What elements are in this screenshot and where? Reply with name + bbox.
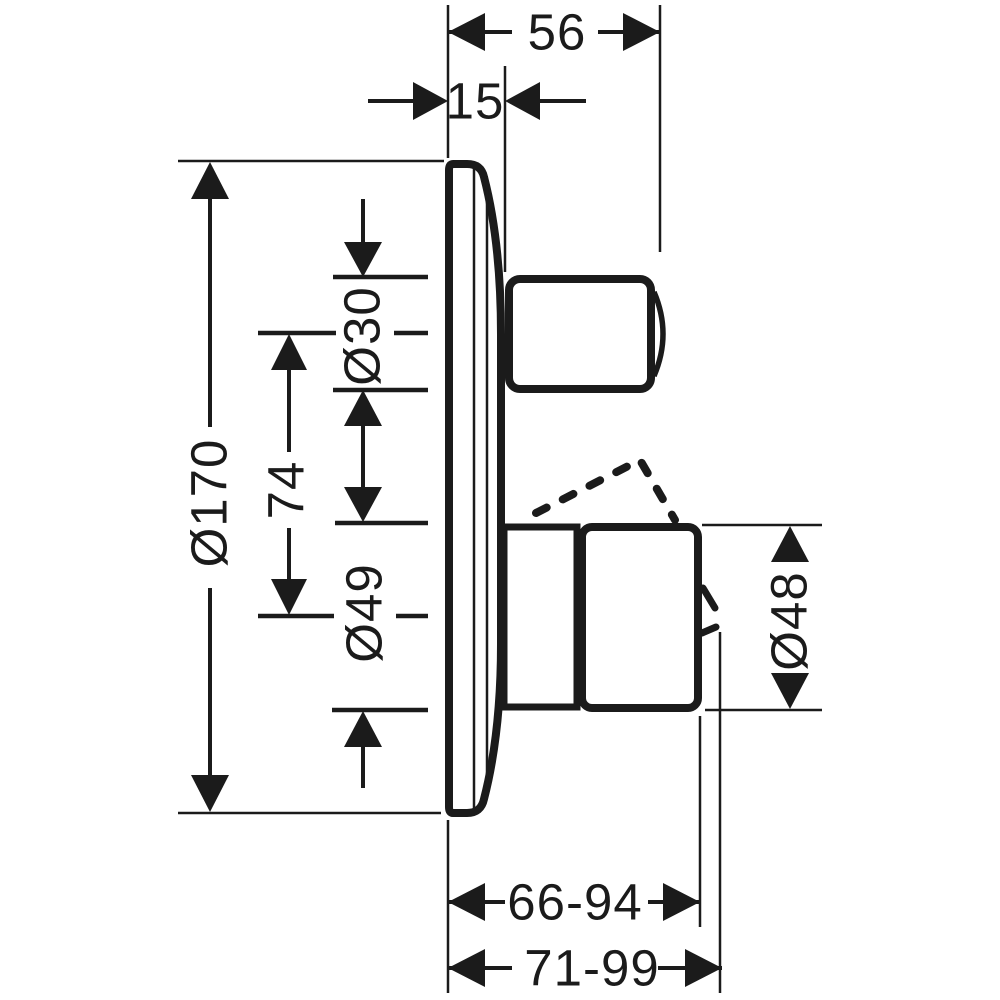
arrowhead-left bbox=[505, 82, 540, 120]
lever-rotated-dashed-outline bbox=[532, 456, 679, 524]
arrowhead-down bbox=[191, 775, 229, 812]
arrowhead-right bbox=[413, 82, 448, 120]
dimension-56: 56 bbox=[446, 4, 662, 252]
arrowhead-right bbox=[623, 13, 660, 51]
bottom-handle-sleeve bbox=[500, 523, 581, 711]
dimension-label: 71-99 bbox=[524, 940, 659, 997]
arrowhead-up bbox=[191, 162, 229, 199]
dimension-dia-30: Ø30 bbox=[333, 199, 428, 487]
fixture bbox=[445, 160, 720, 817]
grip-pointer-upper-stroke bbox=[699, 584, 719, 612]
dimension-dia-49: Ø49 bbox=[332, 487, 428, 788]
top-handle-end-cap bbox=[651, 290, 666, 378]
dimension-label: Ø30 bbox=[334, 286, 391, 385]
arrowhead-down bbox=[271, 579, 307, 615]
arrowhead-up bbox=[344, 390, 382, 426]
top-handle bbox=[505, 275, 655, 393]
dimension-15: 15 bbox=[368, 66, 586, 272]
dimension-label: 15 bbox=[446, 73, 505, 130]
arrowhead-down bbox=[344, 487, 382, 522]
dimension-dia-48: Ø48 bbox=[702, 523, 822, 712]
arrowhead-down bbox=[771, 673, 809, 709]
arrowhead-left bbox=[448, 13, 485, 51]
grip-pointer-lower-stroke bbox=[698, 623, 720, 637]
arrowhead-up bbox=[271, 334, 307, 370]
dimension-71-99: 71-99 bbox=[446, 632, 722, 997]
bottom-handle-grip bbox=[578, 523, 702, 712]
dimension-label: Ø48 bbox=[761, 571, 818, 670]
dimension-label: Ø49 bbox=[336, 563, 393, 662]
dimension-74: 74 bbox=[258, 330, 428, 619]
arrowhead-up bbox=[771, 526, 809, 562]
arrowhead-up bbox=[344, 711, 382, 747]
dimension-dia-170: Ø170 bbox=[178, 159, 444, 815]
arrowhead-left bbox=[448, 883, 485, 921]
dimension-66-94: 66-94 bbox=[448, 716, 702, 931]
arrowhead-right bbox=[663, 883, 700, 921]
arrowhead-down bbox=[344, 242, 382, 277]
arrowhead-left bbox=[448, 949, 485, 987]
dimension-label: 74 bbox=[258, 461, 315, 520]
arrowhead-right bbox=[685, 949, 722, 987]
dimension-label: 66-94 bbox=[507, 874, 642, 931]
dimension-label: 56 bbox=[528, 4, 587, 61]
dimension-label: Ø170 bbox=[181, 439, 238, 568]
